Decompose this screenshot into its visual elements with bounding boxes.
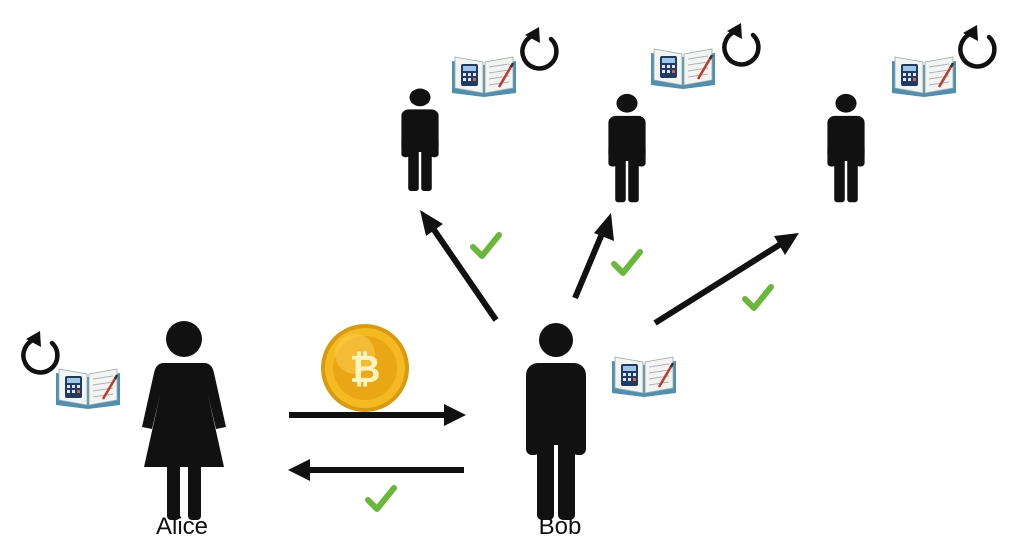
bob-ledger-book-icon bbox=[610, 355, 678, 399]
node-3-person-icon bbox=[827, 93, 865, 203]
bob-person-icon bbox=[526, 323, 586, 520]
arrow-bob-to-node-3 bbox=[653, 233, 799, 326]
node-2-person-icon bbox=[608, 93, 646, 203]
node-3-checkmark-icon bbox=[745, 287, 771, 308]
node-2-checkmark-icon bbox=[614, 252, 640, 273]
bob-checkmark-icon bbox=[368, 488, 394, 509]
bob-label: Bob bbox=[538, 513, 582, 540]
node-1-sync-icon bbox=[522, 27, 556, 68]
node-3-ledger-book-icon bbox=[890, 55, 958, 99]
node-1-person-icon bbox=[401, 88, 439, 191]
node-1-checkmark-icon bbox=[473, 235, 499, 256]
node-2-ledger-book-icon bbox=[649, 47, 717, 91]
alice-person-icon bbox=[142, 321, 226, 520]
node-2-sync-icon bbox=[724, 23, 758, 64]
arrow-alice-to-bob bbox=[289, 404, 466, 426]
arrow-bob-to-node-2 bbox=[572, 213, 614, 300]
bitcoin-coin-icon bbox=[321, 324, 409, 412]
node-1-ledger-book-icon bbox=[450, 55, 518, 99]
arrow-bob-to-alice bbox=[288, 459, 464, 481]
alice-label: Alice bbox=[155, 513, 209, 540]
alice-ledger-book-icon bbox=[54, 367, 122, 411]
alice-sync-icon bbox=[23, 331, 57, 372]
node-3-sync-icon bbox=[960, 25, 994, 66]
arrow-bob-to-node-1 bbox=[420, 210, 499, 322]
